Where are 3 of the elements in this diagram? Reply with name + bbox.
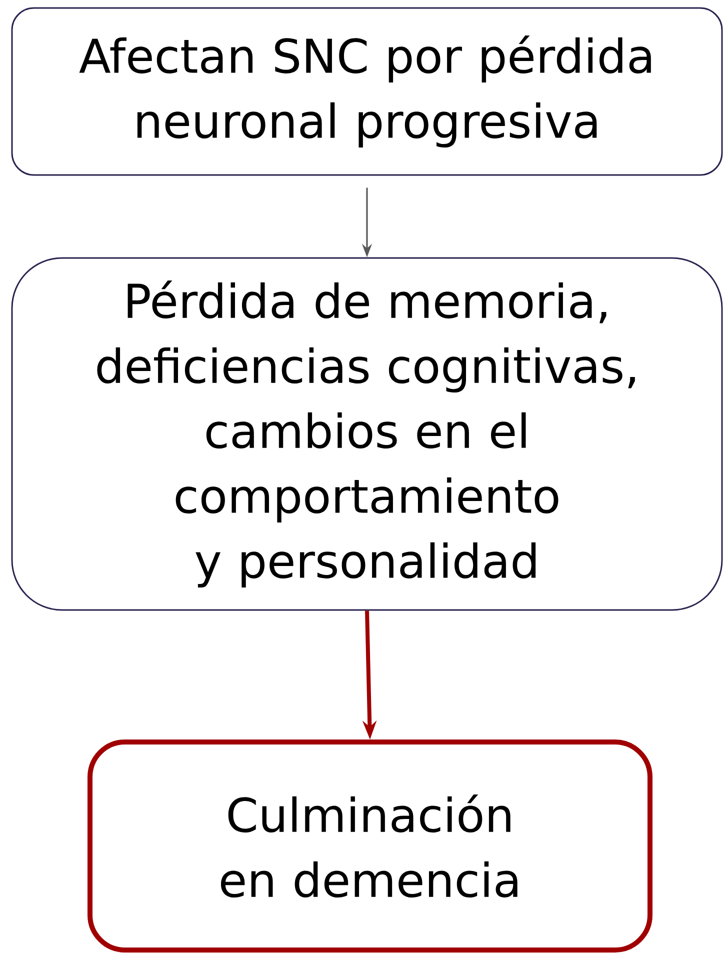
process-box: Culminación en demencia bbox=[88, 740, 652, 952]
process-box: Afectan SNC por pérdida neuronal progresiva bbox=[11, 7, 723, 176]
process-box: Pérdida de memoria, deficiencias cognitivas, cambios en el comportamiento y personalidad bbox=[11, 257, 723, 611]
